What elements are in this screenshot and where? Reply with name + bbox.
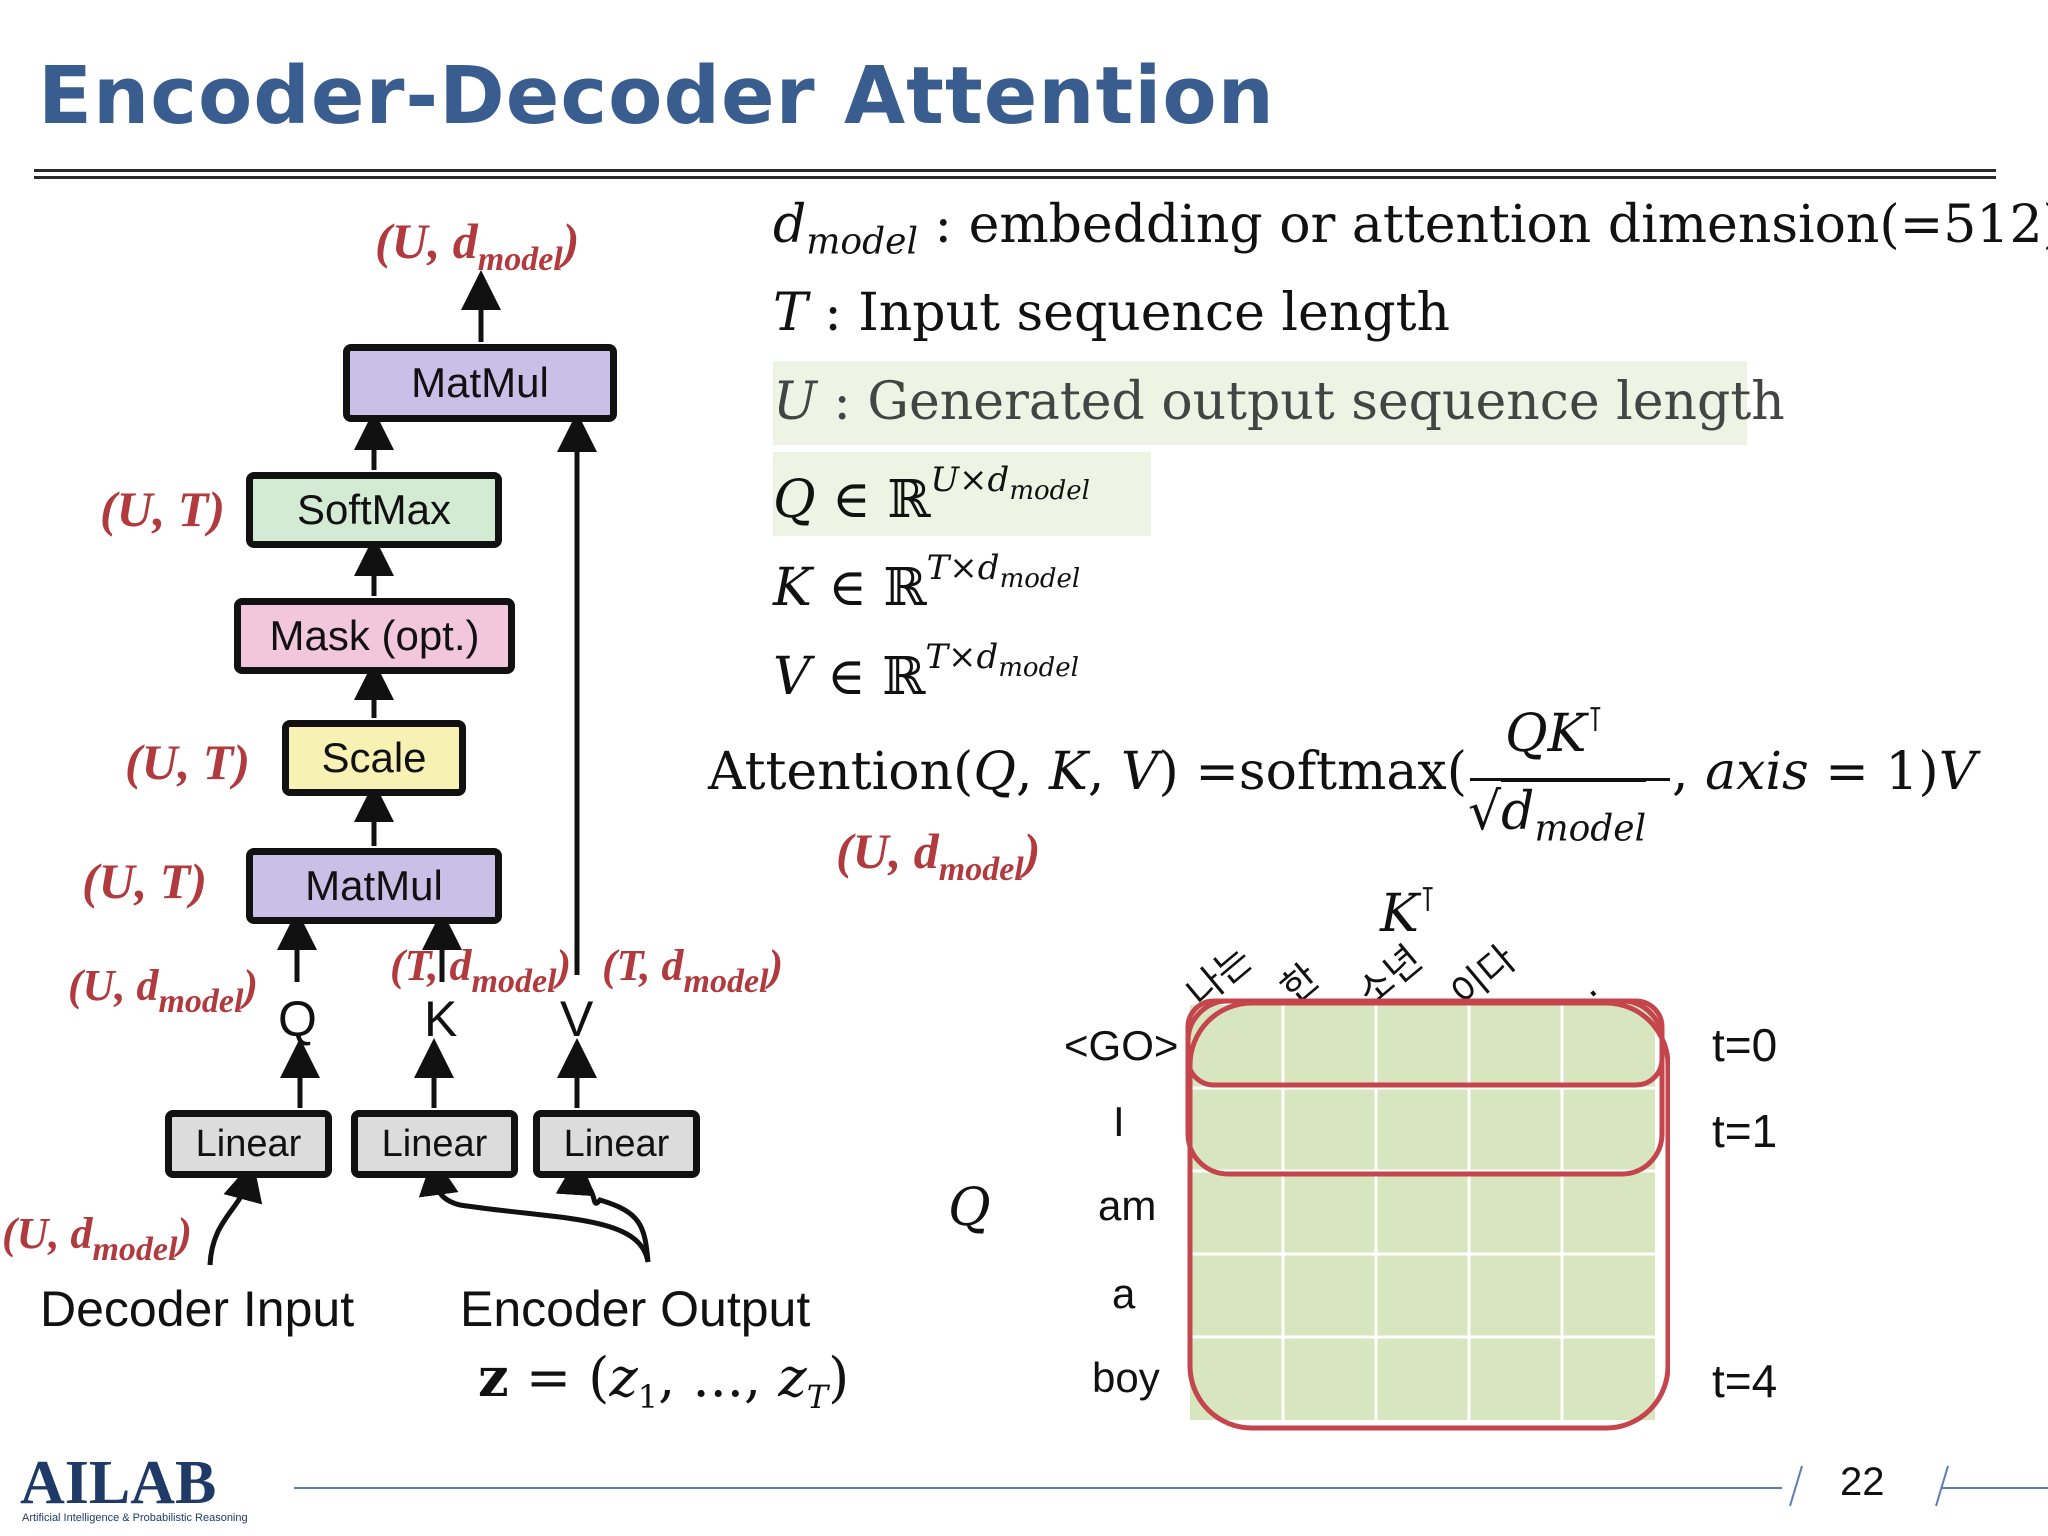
shape-label-v: (T, dmodel) xyxy=(602,941,784,1000)
shape-label-q: (U, dmodel) xyxy=(68,961,259,1020)
t-definition: T : Input sequence length xyxy=(773,283,1450,343)
attention-diagram-arrows xyxy=(207,270,651,1266)
attention-denominator: √dmodel xyxy=(1468,779,1647,849)
linear-v-label: Linear xyxy=(563,1122,670,1165)
softmax-label: SoftMax xyxy=(296,486,452,533)
linear-q-label: Linear xyxy=(195,1122,302,1165)
k-input-label: K xyxy=(424,991,458,1047)
v-input-label: V xyxy=(560,991,594,1047)
row-token-4: boy xyxy=(1092,1354,1160,1401)
title-rule-top xyxy=(34,169,1996,172)
mask-box: Mask (opt.) xyxy=(234,598,515,674)
encoder-output-formula: z = (z1, ..., zT) xyxy=(478,1345,850,1416)
linear-k-box: Linear xyxy=(351,1110,518,1178)
k-dimension: K ∈ ℝT×dmodel xyxy=(773,548,1081,618)
dmodel-definition: dmodel : embedding or attention dimensio… xyxy=(773,195,2048,263)
time-label-t0: t=0 xyxy=(1712,1019,1778,1071)
time-label-t4: t=4 xyxy=(1712,1355,1778,1407)
shape-label-softmax: (U, T) xyxy=(100,481,225,537)
attention-formula-rhs: , axis = 1)V xyxy=(1672,742,1977,802)
scale-label: Scale xyxy=(321,734,427,781)
q-dimension: Q ∈ ℝU×dmodel xyxy=(773,460,1090,530)
encoder-to-k-curve xyxy=(431,1179,651,1263)
linear-k-label: Linear xyxy=(381,1122,488,1165)
shape-label-decoder-input: (U, dmodel) xyxy=(2,1209,193,1268)
q-definition-highlight xyxy=(773,452,1151,536)
shape-label-attention: (U, dmodel) xyxy=(836,823,1041,888)
matmul-bottom-box: MatMul xyxy=(246,848,502,924)
attention-numerator: QK⊺ xyxy=(1505,700,1605,764)
mask-label: Mask (opt.) xyxy=(269,612,480,659)
kt-label: K⊺ xyxy=(1380,880,1437,944)
v-dimension: V ∈ ℝT×dmodel xyxy=(773,637,1079,707)
decoder-input-caption: Decoder Input xyxy=(40,1281,355,1337)
shape-label-output: (U, dmodel) xyxy=(375,213,580,278)
attention-formula-lhs: Attention(Q, K, V) =softmax( xyxy=(708,742,1467,802)
highlight-rows-t4 xyxy=(1187,1000,1670,1431)
row-token-1: I xyxy=(1113,1098,1125,1145)
footer-line xyxy=(294,1465,2048,1507)
page-number: 22 xyxy=(1840,1460,1885,1504)
title-rule-bottom xyxy=(34,176,1996,179)
q-matrix-label: Q xyxy=(948,1178,991,1238)
row-token-3: a xyxy=(1112,1270,1136,1317)
softmax-box: SoftMax xyxy=(246,472,502,548)
matmul-bottom-label: MatMul xyxy=(305,862,443,909)
linear-v-box: Linear xyxy=(533,1110,700,1178)
attention-matrix-grid xyxy=(1185,998,1670,1431)
encoder-output-caption: Encoder Output xyxy=(460,1281,811,1337)
shape-label-scale: (U, T) xyxy=(125,734,250,790)
decoder-input-arrow xyxy=(207,1160,263,1266)
u-definition: U : Generated output sequence length xyxy=(773,372,1785,432)
matmul-top-box: MatMul xyxy=(343,344,617,422)
ailab-logo: AILAB xyxy=(20,1449,217,1517)
fraction-bar xyxy=(1470,778,1670,781)
ailab-tagline: Artificial Intelligence & Probabilistic … xyxy=(22,1512,248,1524)
linear-q-box: Linear xyxy=(165,1110,332,1178)
shape-label-k: (T, dmodel) xyxy=(390,941,572,1000)
matmul-top-label: MatMul xyxy=(411,359,549,406)
row-token-0: <GO> xyxy=(1064,1022,1179,1069)
scale-box: Scale xyxy=(282,720,466,796)
slide-title: Encoder-Decoder Attention xyxy=(38,50,1275,142)
row-token-2: am xyxy=(1098,1182,1157,1229)
shape-label-matmul: (U, T) xyxy=(82,853,207,909)
matrix-fill xyxy=(1190,1005,1655,1420)
u-definition-highlight xyxy=(773,361,1747,445)
time-label-t1: t=1 xyxy=(1712,1105,1778,1157)
q-input-label: Q xyxy=(278,991,317,1047)
